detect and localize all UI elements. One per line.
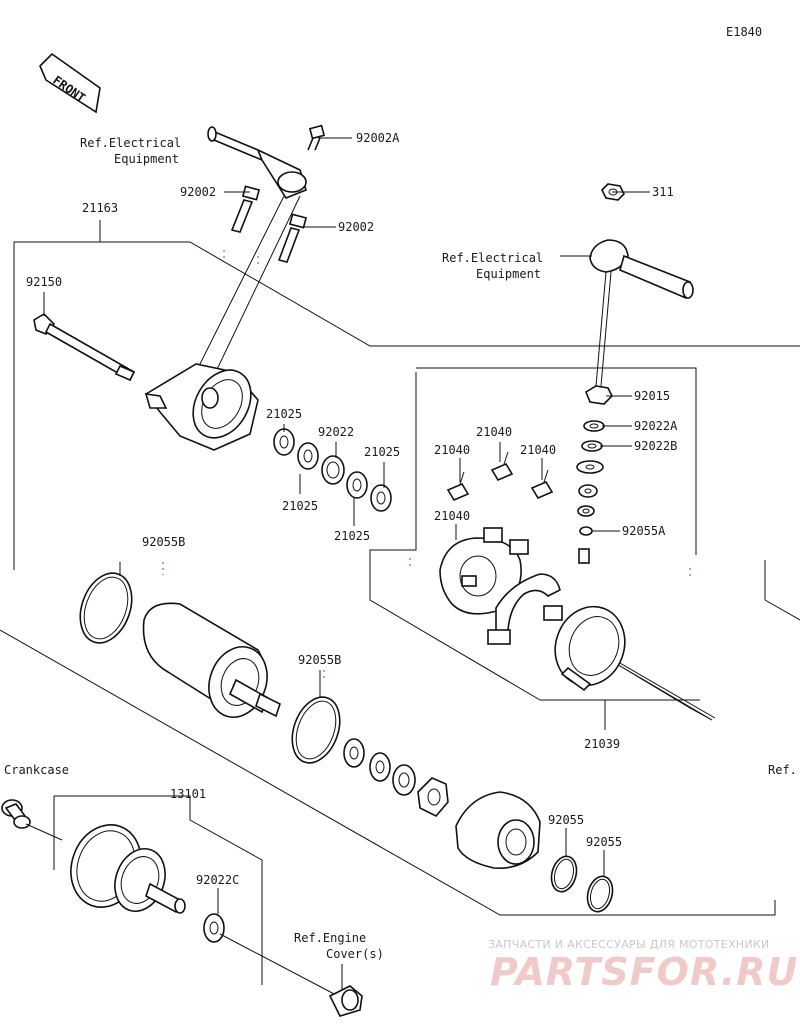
label-92002-b: 92002: [338, 220, 374, 234]
bracket-line-top: [14, 241, 800, 347]
starter-cable-right: [589, 183, 694, 387]
label-13101: 13101: [170, 787, 206, 801]
label-92055-b: 92055: [586, 835, 622, 849]
label-92022A: 92022A: [634, 419, 678, 433]
label-21025-c: 21025: [282, 499, 318, 513]
brush-ring-21039: [554, 605, 626, 692]
brush-21040-a: [446, 471, 470, 502]
watermark-logo: PARTSFOR.RU: [490, 950, 799, 994]
diagram-code: E1840: [726, 25, 762, 39]
label-311: 311: [652, 185, 674, 199]
starter-gear-13101: [70, 824, 186, 914]
label-21040-c: 21040: [520, 443, 556, 457]
washer-stack-mid: [343, 738, 449, 817]
ref-engine-cover-line2: Cover(s): [326, 947, 384, 961]
long-bolt-92150: [33, 312, 136, 382]
label-21040-d: 21040: [434, 509, 470, 523]
label-92022B: 92022B: [634, 439, 677, 453]
label-92150: 92150: [26, 275, 62, 289]
starter-cable-left: [171, 126, 307, 431]
brush-bracket-top: [416, 367, 697, 555]
label-92015: 92015: [634, 389, 670, 403]
brush-holder-plate: [439, 527, 563, 645]
front-cover: [455, 791, 541, 869]
rear-cover-21163: [144, 363, 259, 451]
washer-92022C: [203, 913, 225, 943]
ref-electrical-1-line1: Ref.Electrical: [80, 136, 181, 150]
bolt-92002-a: [230, 185, 261, 233]
motor-yoke: [142, 602, 281, 718]
label-92055-a: 92055: [548, 813, 584, 827]
label-92055B-a: 92055B: [142, 535, 185, 549]
leader-lines: [43, 137, 650, 990]
engine-cover-bushing: [328, 985, 363, 1017]
label-92055A: 92055A: [622, 524, 666, 538]
front-arrow-icon: FRONT: [39, 52, 101, 114]
bolt-92002A: [307, 124, 326, 151]
label-92022: 92022: [318, 425, 354, 439]
label-92055B-b: 92055B: [298, 653, 341, 667]
label-21163: 21163: [82, 201, 118, 215]
label-92002A: 92002A: [356, 131, 400, 145]
bolt-92002-b: [277, 213, 308, 263]
brush-21040-c: [530, 469, 554, 500]
label-21040-a: 21040: [434, 443, 470, 457]
ref-electrical-2-line1: Ref.Electrical: [442, 251, 543, 265]
brush-21040-b: [490, 451, 514, 482]
washer-stack-21025: [273, 428, 392, 512]
label-92002-a: 92002: [180, 185, 216, 199]
label-21025-d: 21025: [334, 529, 370, 543]
o-ring-92055B-top: [79, 572, 133, 644]
ref-electrical-1-line2: Equipment: [114, 152, 179, 166]
label-92022C: 92022C: [196, 873, 239, 887]
bracket-line-bottom: [0, 629, 776, 916]
brush-bracket-left: [369, 372, 541, 701]
ref-engine-cover-line1: Ref.Engine: [294, 931, 366, 945]
ref-electrical-2-line2: Equipment: [476, 267, 541, 281]
crankcase-bushing: [1, 799, 31, 829]
terminal-hardware-stack: [576, 385, 613, 564]
label-21040-b: 21040: [476, 425, 512, 439]
label-21025-b: 21025: [364, 445, 400, 459]
ref-edge: Ref.: [768, 763, 797, 777]
ref-crankcase: Crankcase: [4, 763, 69, 777]
watermark-tagline: ЗАПЧАСТИ И АКСЕССУАРЫ ДЛЯ МОТОТЕХНИКИ: [488, 938, 770, 951]
label-21025-a: 21025: [266, 407, 302, 421]
label-21039: 21039: [584, 737, 620, 751]
